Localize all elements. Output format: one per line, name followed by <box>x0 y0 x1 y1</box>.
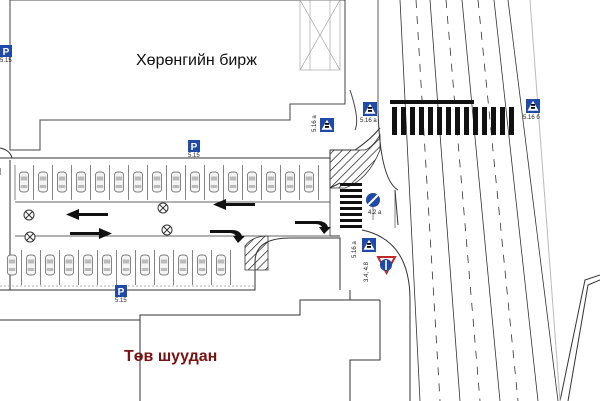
pedestrian-sign-2 <box>526 99 540 113</box>
sign-code-p2: 5.15 <box>188 153 200 159</box>
sign-code-ped4: 5.16 a <box>352 241 358 258</box>
sign-code-p3: 5.15 <box>115 298 127 304</box>
parking-sign-1 <box>0 45 12 58</box>
direction-sign <box>366 193 380 207</box>
crosswalk-main <box>390 100 514 135</box>
sign-code-ped2: 5.16 б <box>523 115 540 121</box>
sign-code-ped1: 5.16 a <box>360 118 377 124</box>
yield-sign <box>376 256 397 276</box>
sign-code-yield: 3.4; 4.8 <box>364 261 370 282</box>
traffic-arrows <box>66 199 331 243</box>
pedestrian-sign-3 <box>320 118 334 132</box>
headquarters-label: Төв шуудан <box>124 348 218 365</box>
sign-code-ped3: 5.16 a <box>312 115 318 132</box>
pedestrian-sign-1 <box>363 102 377 116</box>
parking-sign-3 <box>115 285 127 298</box>
pedestrian-sign-4 <box>362 238 376 252</box>
sign-code-direction: 4.2 a <box>368 210 382 216</box>
building-detail <box>299 0 341 71</box>
main-road <box>377 0 559 401</box>
crosswalk-lot-exit <box>340 183 362 228</box>
building-label: Хөрөнгийн бирж <box>136 52 257 69</box>
parking-sign-2 <box>188 140 200 153</box>
sign-code-p1: 5.15 <box>0 58 12 64</box>
